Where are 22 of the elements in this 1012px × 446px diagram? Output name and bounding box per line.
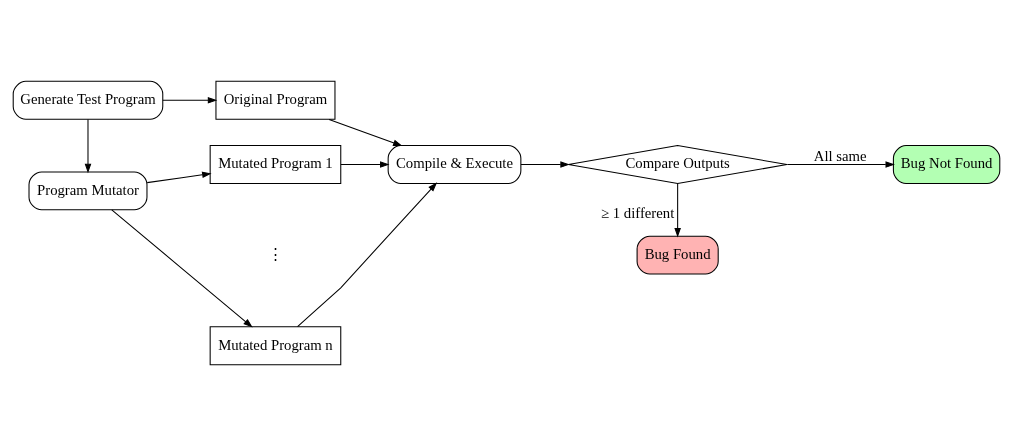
arrow <box>161 96 217 104</box>
edge-label: All same <box>813 147 867 164</box>
edge-label: ≥ 1 different <box>600 204 674 221</box>
arrow <box>786 161 895 168</box>
label: ⋮ <box>267 246 283 263</box>
node-diamond: Compare Outputs <box>567 145 787 185</box>
node-box: Bug Not Found <box>892 145 1000 185</box>
node-box: Mutated Program 1 <box>209 145 341 185</box>
arrow <box>519 161 570 168</box>
node-box: Original Program <box>214 80 335 120</box>
arrow <box>328 118 403 147</box>
arrow <box>339 161 389 168</box>
arrow <box>110 209 253 328</box>
node-box: Compile & Execute <box>387 145 521 185</box>
node-box: Program Mutator <box>28 171 147 211</box>
arrow <box>296 182 437 328</box>
node-box: Bug Found <box>636 235 719 275</box>
node-box: Mutated Program n <box>209 326 341 366</box>
arrow <box>673 183 681 238</box>
node-box: Generate Test Program <box>12 80 163 120</box>
arrow <box>84 119 91 174</box>
arrow <box>146 171 212 184</box>
